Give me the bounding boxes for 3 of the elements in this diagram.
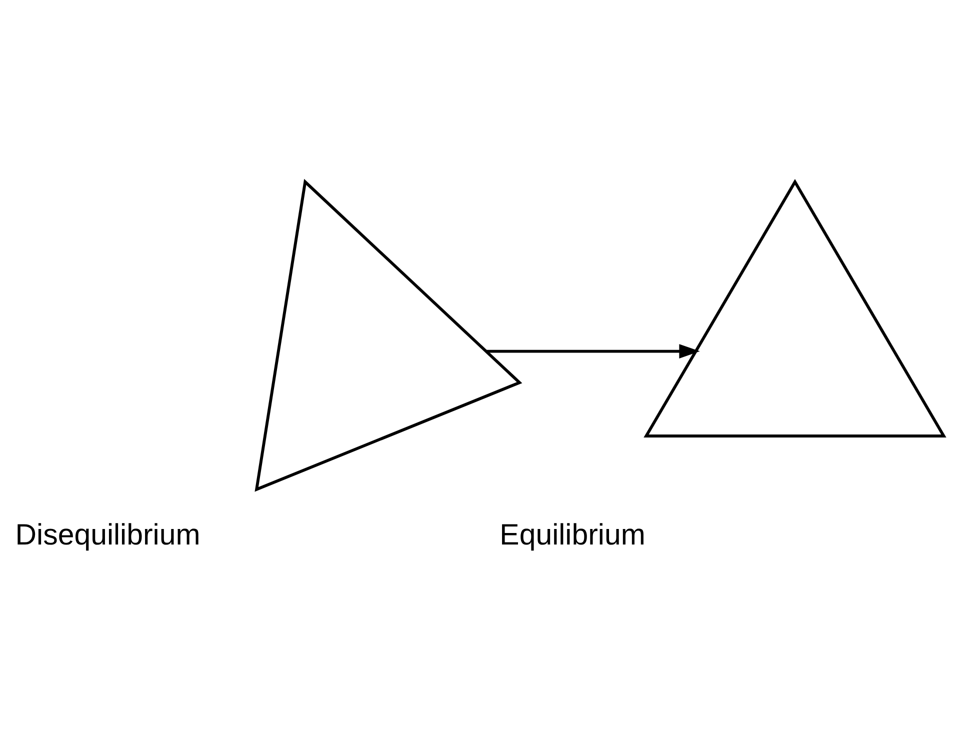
node-label: Disequilibrium [15,518,200,552]
node-label: Equilibrium [500,518,646,552]
arrow [486,344,700,359]
